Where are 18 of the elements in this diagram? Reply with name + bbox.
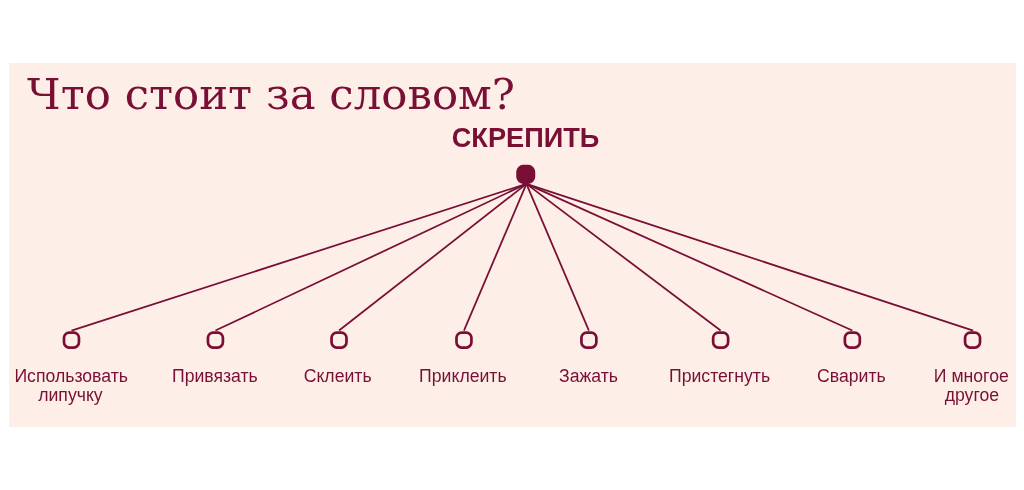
connector (525, 183, 590, 332)
node-label: Склеить (303, 366, 372, 387)
diagram-title: Что стоит за словом? (26, 68, 515, 119)
node-label: Приклеить (418, 366, 507, 387)
node-label: Зажать (558, 366, 618, 387)
connector (462, 183, 527, 332)
connector (70, 183, 527, 332)
connector (525, 183, 853, 332)
connector (525, 183, 721, 332)
connector (525, 183, 974, 332)
node-label: Сварить (816, 366, 886, 387)
connector (214, 183, 527, 332)
node-label: Пристегнуть (668, 366, 770, 387)
connector (337, 183, 527, 332)
node-label: Привязать (171, 366, 258, 387)
node-label: Использовать липучку (13, 366, 128, 406)
node-label: СКРЕПИТЬ (451, 122, 599, 154)
node-label: И многое другое (933, 366, 1009, 406)
